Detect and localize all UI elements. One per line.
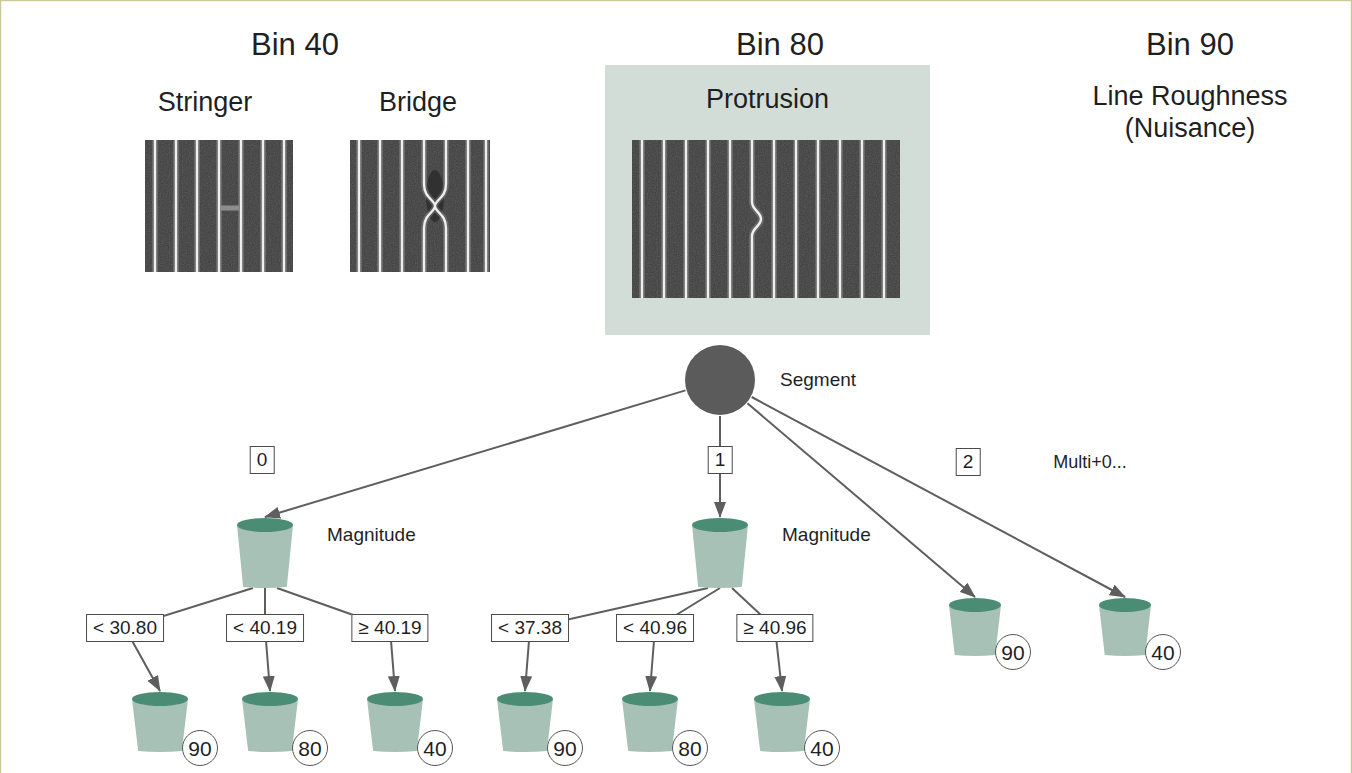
magnitude-bucket: Magnitude [237, 518, 293, 588]
node-caption: Segment [780, 369, 856, 391]
branch-label: Multi+0... [1050, 450, 1130, 474]
sem-image [632, 140, 900, 298]
bin-number-badge: 90 [995, 634, 1031, 670]
node-caption: Magnitude [782, 524, 871, 546]
bin-number: 80 [298, 738, 321, 759]
bin-number: 40 [1151, 642, 1174, 663]
bucket-shape [367, 692, 423, 752]
bin-number: 90 [1001, 642, 1024, 663]
bin-number-badge: 90 [547, 730, 583, 766]
bucket-shape [949, 598, 1001, 656]
bin-number-badge: 90 [182, 730, 218, 766]
nuisance-label: Line Roughness (Nuisance) [1050, 80, 1330, 145]
node-caption: Magnitude [327, 524, 416, 546]
bin-bucket: 90 [132, 692, 188, 752]
bucket-shape [237, 518, 293, 588]
bin-heading: Bin 40 [251, 26, 339, 63]
threshold-label: ≥ 40.96 [736, 614, 813, 642]
bin-number-badge: 80 [672, 730, 708, 766]
threshold-label: < 40.96 [616, 614, 694, 642]
panel-title: Protrusion [605, 83, 930, 115]
branch-arrow [747, 403, 975, 597]
bucket-shape [1099, 598, 1151, 656]
bucket-shape [242, 692, 298, 752]
bin-bucket: 80 [622, 692, 678, 752]
bin-number-badge: 80 [292, 730, 328, 766]
threshold-label: < 30.80 [86, 614, 164, 642]
bin-heading: Bin 90 [1146, 26, 1234, 63]
branch-arrow [752, 397, 1125, 597]
segment-node: Segment [685, 345, 755, 415]
threshold-label: < 37.38 [491, 614, 569, 642]
bin-number: 90 [188, 738, 211, 759]
bin-heading: Bin 80 [736, 26, 824, 63]
branch-arrow [265, 390, 686, 517]
branch-index: 2 [956, 448, 981, 476]
bucket-shape [754, 692, 810, 752]
bin-bucket: 40 [367, 692, 423, 752]
bin-bucket: 40 [1099, 598, 1151, 656]
branch-index: 1 [708, 446, 733, 474]
bin-number: 40 [423, 738, 446, 759]
threshold-label: ≥ 40.19 [351, 614, 428, 642]
bucket-shape [622, 692, 678, 752]
sem-image [145, 140, 293, 272]
branch-index: 0 [250, 446, 275, 474]
bin-bucket: 90 [949, 598, 1001, 656]
bin-panel: Protrusion [605, 65, 930, 335]
magnitude-bucket: Magnitude [692, 518, 748, 588]
bin-number-badge: 40 [1145, 634, 1181, 670]
bin-bucket: 90 [497, 692, 553, 752]
bin-number: 90 [553, 738, 576, 759]
bin-bucket: 80 [242, 692, 298, 752]
bin-number-badge: 40 [804, 730, 840, 766]
bin-bucket: 40 [754, 692, 810, 752]
bucket-shape [132, 692, 188, 752]
bin-number: 40 [810, 738, 833, 759]
bucket-shape [497, 692, 553, 752]
bin-number: 80 [678, 738, 701, 759]
bucket-shape [692, 518, 748, 588]
defect-name: Stringer [158, 86, 253, 118]
bin-number-badge: 40 [417, 730, 453, 766]
threshold-label: < 40.19 [226, 614, 304, 642]
defect-name: Bridge [379, 86, 457, 118]
sem-image [350, 140, 490, 272]
